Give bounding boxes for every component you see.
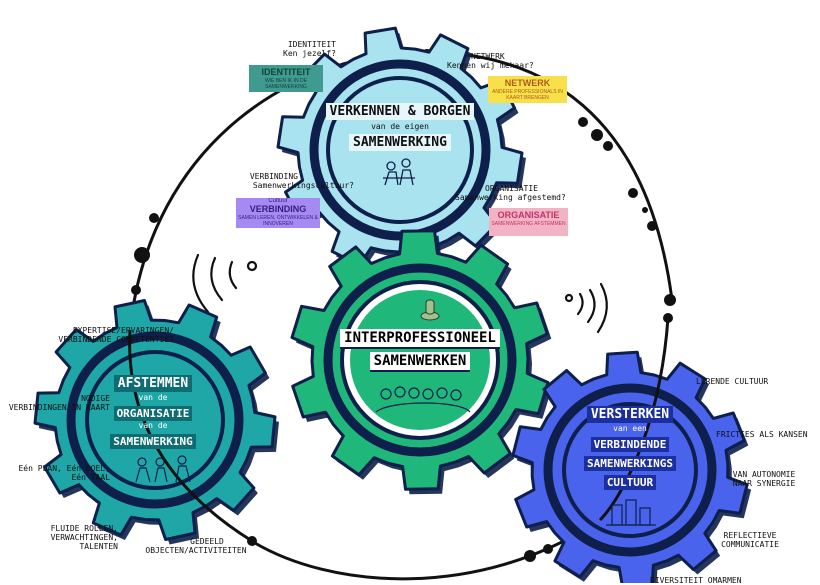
right-title-line4: CULTUUR — [603, 475, 657, 490]
center-title-line1: INTERPROFESSIONEEL — [340, 329, 500, 349]
left-label-plan: Eén PLAN, Eén DOEL, Eén TAAL — [10, 464, 110, 482]
right-label-fricties: FRICTIES ALS KANSEN — [716, 430, 808, 439]
netwerk-question: NETWERK Kennen wij mekaar? — [447, 52, 534, 70]
pin-icon — [420, 299, 440, 321]
people-illustration-top — [383, 158, 415, 186]
right-label-reflectieve-1: REFLECTIEVE — [723, 531, 777, 540]
left-label-verbindingen-2: VERBINDINGEN IN KAART — [8, 403, 110, 413]
left-gear-title: AFSTEMMEN van de ORGANISATIE van de SAME… — [98, 372, 208, 449]
right-label-autonomie-2: NAAR SYNERGIE — [732, 479, 796, 489]
top-gear-title-line2: SAMENWERKING — [349, 134, 451, 151]
top-gear-title-line1: VERKENNEN & BORGEN — [325, 103, 475, 120]
identiteit-note-body: WIE BEN IK IN DE SAMENWERKING — [265, 78, 307, 90]
left-label-plan-1: Eén PLAN, Eén DOEL, — [18, 464, 110, 473]
sound-waves-right — [564, 282, 608, 334]
verbinding-note-title: VERBINDING — [249, 204, 307, 214]
verbinding-sub: Samenwerkingscultuur? — [252, 181, 354, 191]
left-label-rollen: FLUIDE ROLLEN, VERWACHTINGEN, TALENTEN — [20, 524, 118, 552]
left-label-gedeeld-2: OBJECTEN/ACTIVITEITEN — [145, 546, 247, 556]
left-label-rollen-3: TALENTEN — [79, 542, 118, 552]
right-label-diversiteit: DIVERSITEIT OMARMEN — [650, 576, 742, 585]
identiteit-label: IDENTITEIT — [287, 40, 336, 49]
verbinding-note-body: SAMEN LEREN, ONTWIKKELEN & INNOVEREN — [238, 215, 318, 227]
verbinding-note: Cultuur VERBINDING SAMEN LEREN, ONTWIKKE… — [236, 198, 320, 228]
verbinding-note-top: Cultuur — [268, 198, 288, 204]
netwerk-label: NETWERK — [471, 52, 505, 61]
left-label-expertise: EXPERTISE/ERVARINGEN/ VERBINDENDE COMPET… — [40, 326, 174, 344]
netwerk-note-body: ANDERE PROFESSIONALS IN KAART BRENGEN — [492, 89, 563, 101]
right-label-reflectieve: REFLECTIEVE COMMUNICATIE — [714, 531, 786, 549]
right-label-reflectieve-2: COMMUNICATIE — [721, 540, 779, 550]
left-label-expertise-1: EXPERTISE/ERVARINGEN/ — [72, 326, 174, 335]
organisatie-question: ORGANISATIE Samenwerking afgestemd? — [455, 184, 566, 202]
right-label-lerende: LERENDE CULTUUR — [696, 377, 769, 386]
netwerk-note: NETWERK ANDERE PROFESSIONALS IN KAART BR… — [488, 76, 567, 103]
organisatie-note-body: SAMENWERKING AFSTEMMEN — [491, 221, 566, 227]
organisatie-note: ORGANISATIE SAMENWERKING AFSTEMMEN — [489, 208, 568, 236]
people-illustration-left — [135, 455, 191, 483]
left-title-line2: ORGANISATIE — [113, 406, 193, 421]
top-gear-title: VERKENNEN & BORGEN van de eigen SAMENWER… — [320, 100, 480, 151]
left-label-verbindingen-1: NODIGE — [81, 394, 110, 403]
organisatie-sub: Samenwerking afgestemd? — [455, 193, 566, 203]
sound-waves-left — [192, 253, 258, 314]
left-label-plan-2: Eén TAAL — [71, 473, 110, 483]
center-title-line2: SAMENWERKEN — [369, 352, 471, 372]
left-title-line1: AFSTEMMEN — [113, 375, 193, 392]
left-label-expertise-2: VERBINDENDE COMPETENTIES — [58, 335, 174, 345]
orbit-ring-left-arc — [128, 329, 253, 543]
left-subtitle-2: van de — [138, 421, 168, 430]
organisatie-note-title: ORGANISATIE — [497, 210, 560, 220]
right-title-line2: VERBINDENDE — [590, 437, 670, 452]
identiteit-sub: Ken jezelf? — [283, 49, 336, 59]
top-gear-subtitle: van de eigen — [371, 122, 429, 131]
left-label-gedeeld-1: GEDEELD — [190, 537, 224, 546]
verbinding-question: VERBINDING Samenwerkingscultuur? — [230, 172, 354, 190]
right-title-line3: SAMENWERKINGS — [583, 456, 677, 471]
right-title-line1: VERSTERKEN — [586, 406, 674, 423]
right-subtitle: van een — [613, 424, 647, 433]
center-gear-title: INTERPROFESSIONEEL SAMENWERKEN — [323, 327, 517, 372]
left-title-line3: SAMENWERKING — [110, 434, 196, 449]
netwerk-sub: Kennen wij mekaar? — [447, 61, 534, 71]
identiteit-note: IDENTITEIT WIE BEN IK IN DE SAMENWERKING — [249, 65, 323, 92]
left-label-gedeeld: GEDEELD OBJECTEN/ACTIVITEITEN — [140, 537, 252, 555]
left-label-verbindingen: NODIGE VERBINDINGEN IN KAART — [0, 394, 110, 412]
left-label-rollen-1: FLUIDE ROLLEN, — [50, 524, 118, 533]
orbit-ring-right-arc — [598, 317, 670, 522]
organisatie-label: ORGANISATIE — [485, 184, 538, 193]
right-label-autonomie: VAN AUTONOMIE NAAR SYNERGIE — [726, 470, 802, 488]
people-illustration-center — [375, 386, 471, 413]
right-label-autonomie-1: VAN AUTONOMIE — [732, 470, 796, 479]
identiteit-question: IDENTITEIT Ken jezelf? — [262, 40, 336, 58]
left-subtitle-1: van de — [138, 393, 168, 402]
left-label-rollen-2: VERWACHTINGEN, — [50, 533, 118, 543]
identiteit-note-title: IDENTITEIT — [261, 67, 311, 77]
right-gear-title: VERSTERKEN van een VERBINDENDE SAMENWERK… — [565, 403, 695, 490]
netwerk-note-title: NETWERK — [504, 78, 551, 88]
people-illustration-right — [606, 499, 656, 526]
verbinding-label: VERBINDING — [249, 172, 298, 181]
